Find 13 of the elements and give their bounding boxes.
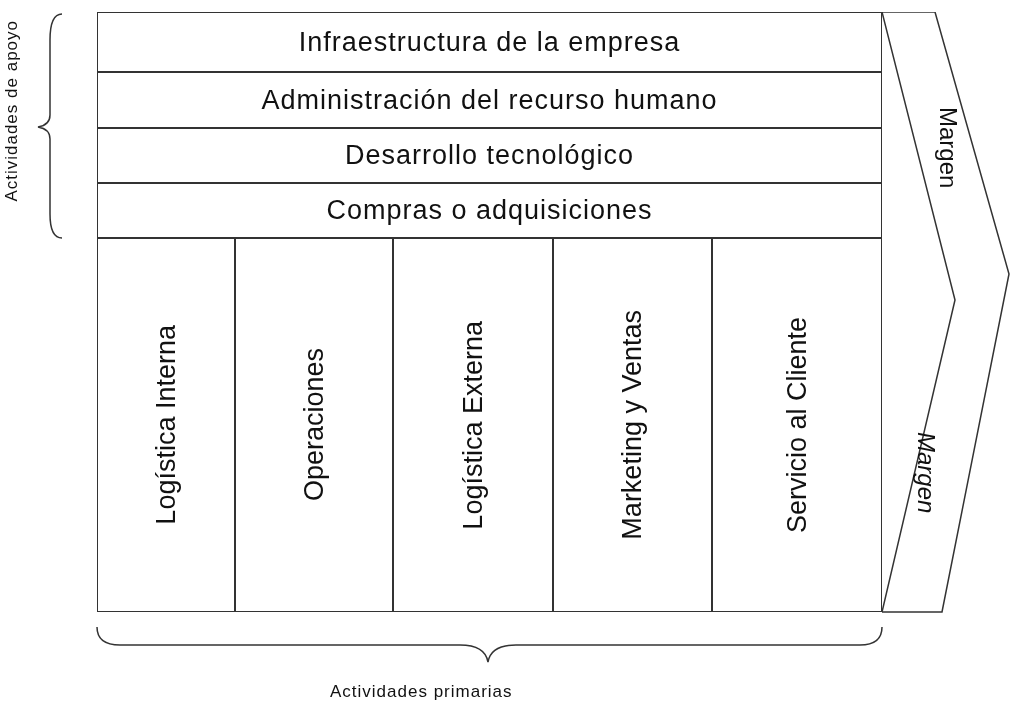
margin-label: Margen bbox=[934, 107, 962, 189]
primary-activity-column: Servicio al Cliente bbox=[712, 238, 882, 612]
primary-activity-column: Logística Externa bbox=[393, 238, 553, 612]
primary-activity-column: Operaciones bbox=[235, 238, 393, 612]
primary-activity-column: Marketing y Ventas bbox=[553, 238, 712, 612]
support-activity-bar: Administración del recurso humano bbox=[97, 72, 882, 128]
primary-activity-column: Logística Interna bbox=[97, 238, 235, 612]
axis-caption: Actividades primarias bbox=[330, 682, 513, 702]
axis-caption: Actividades de apoyo bbox=[2, 20, 22, 202]
support-activity-bar: Infraestructura de la empresa bbox=[97, 12, 882, 72]
support-activity-bar: Desarrollo tecnológico bbox=[97, 128, 882, 183]
support-activity-bar: Compras o adquisiciones bbox=[97, 183, 882, 238]
margin-label: Margen bbox=[912, 432, 940, 514]
